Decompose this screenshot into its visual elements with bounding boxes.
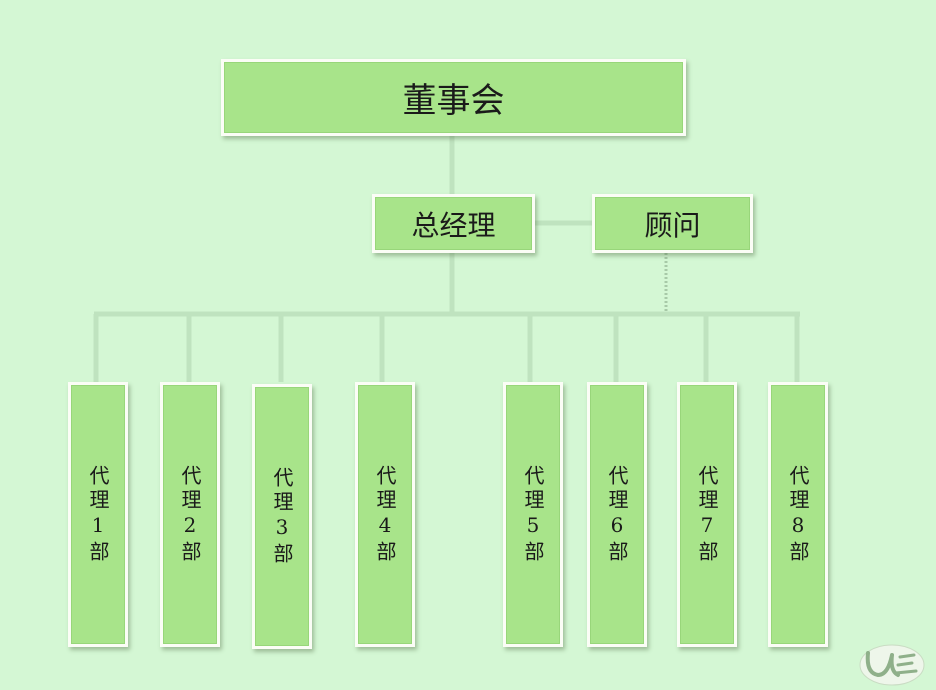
- department-5-box: 代理5部: [503, 382, 563, 647]
- ue-logo-icon: [859, 644, 925, 686]
- department-8-box: 代理8部: [768, 382, 828, 647]
- advisor-box: 顾问: [592, 194, 753, 253]
- department-7-box: 代理7部: [677, 382, 737, 647]
- department-1-box: 代理1部: [68, 382, 128, 647]
- department-6-box: 代理6部: [587, 382, 647, 647]
- department-2-box: 代理2部: [160, 382, 220, 647]
- board-box: 董事会: [221, 59, 686, 136]
- general-manager-box: 总经理: [372, 194, 535, 253]
- department-4-box: 代理4部: [355, 382, 415, 647]
- department-3-box: 代理3部: [252, 384, 312, 649]
